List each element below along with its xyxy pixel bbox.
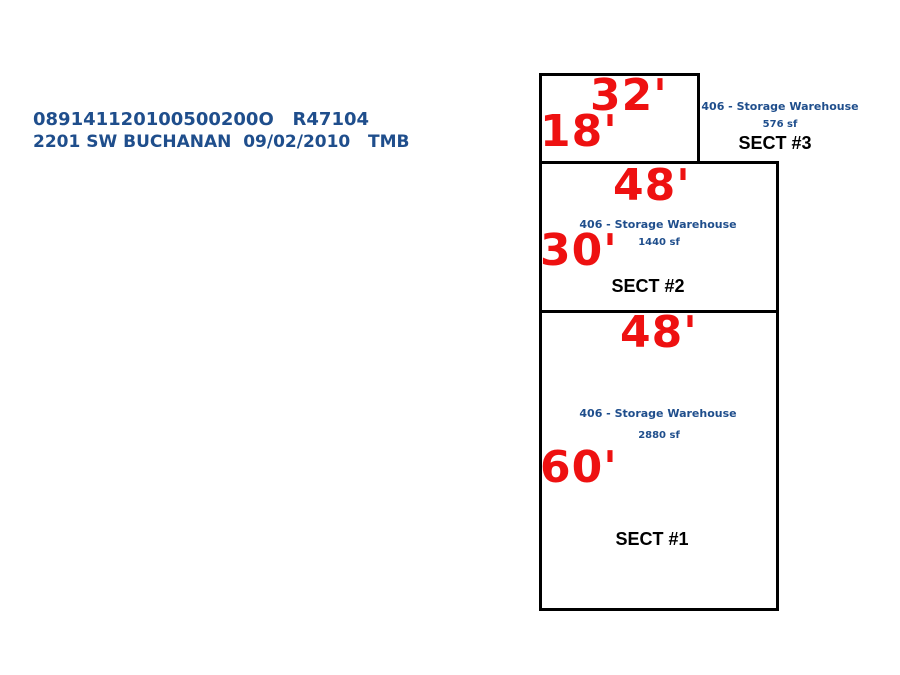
section-1-use-label: 406 - Storage Warehouse — [579, 407, 737, 420]
section-1-width-dimension: 48' — [620, 307, 698, 358]
section-2-title: SECT #2 — [611, 276, 685, 296]
address-date-line: 2201 SW BUCHANAN 09/02/2010 TMB — [33, 132, 410, 152]
section-2-depth-dimension: 30' — [540, 225, 618, 276]
section-1-title: SECT #1 — [615, 529, 689, 549]
section-2-width-dimension: 48' — [613, 160, 691, 211]
section-3-width-dimension: 32' — [590, 70, 668, 121]
section-3-depth-dimension: 18' — [540, 106, 618, 157]
section-1-depth-dimension: 60' — [540, 442, 618, 493]
section-2-use-label: 406 - Storage Warehouse — [579, 218, 737, 231]
section-2-area-label: 1440 sf — [638, 237, 680, 248]
section-1-area-label: 2880 sf — [638, 430, 680, 441]
parcel-id-line: 089141120100500200O R47104 — [33, 109, 370, 130]
section-3-title: SECT #3 — [738, 133, 812, 153]
section-3-area-label: 576 sf — [762, 119, 798, 130]
section-1-outline — [539, 310, 779, 611]
section-3-use-label: 406 - Storage Warehouse — [701, 100, 859, 113]
section-2-outline — [539, 161, 779, 313]
